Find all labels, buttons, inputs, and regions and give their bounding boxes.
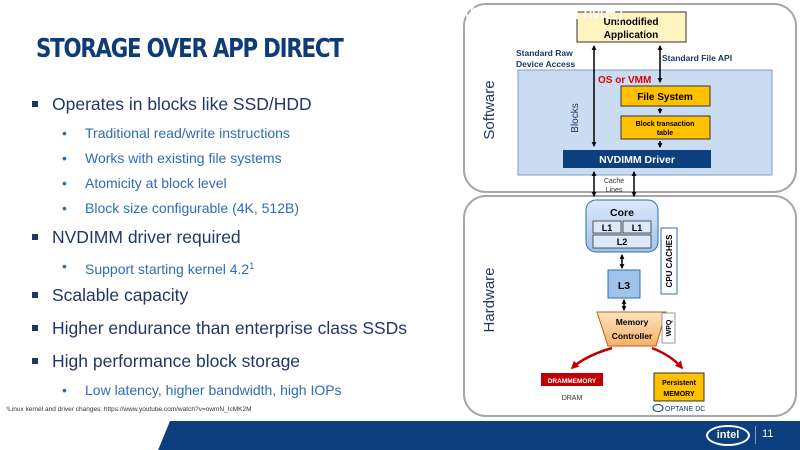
dram-label: DRAM	[562, 395, 583, 402]
wpq-box	[661, 312, 676, 344]
intel-small-logo	[652, 404, 664, 412]
persistent-memory-label: MEMORY	[663, 391, 695, 398]
l1-cache-box	[622, 220, 652, 234]
l3-cache-box	[607, 269, 641, 299]
bullet-item: High performance block storage	[28, 345, 448, 378]
footer-divider	[755, 426, 756, 444]
sub-bullet-item: Block size configurable (4K, 512B)	[28, 196, 448, 221]
raw-device-access-label: Standard Raw	[516, 48, 573, 58]
nvdimm-driver-box	[563, 150, 711, 168]
persistent-memory-label: Persistent	[662, 380, 697, 387]
bullet-item: NVDIMM driver required	[28, 221, 448, 254]
l1-cache-label: L1	[632, 223, 643, 233]
l2-cache-box	[592, 234, 652, 249]
page-number: 11	[762, 428, 774, 440]
persistent-memory-box	[653, 372, 705, 402]
memory-controller-label: Memory	[616, 317, 649, 327]
sub-bullet-item: Low latency, higher bandwidth, high IOPs	[28, 378, 448, 403]
block-transaction-table-label: table	[657, 130, 673, 137]
hardware-label: Hardware	[481, 267, 498, 332]
embargo-bar	[0, 421, 800, 450]
blocks-label: Blocks	[570, 103, 581, 132]
sub-bullet-item: Support starting kernel 4.21	[28, 254, 448, 279]
dram-memory-box	[541, 373, 603, 386]
embargo-bar-wedge	[0, 421, 170, 450]
cache-lines-label: Cache	[604, 178, 624, 185]
core-label: Core	[610, 207, 634, 219]
l1-cache-label: L1	[602, 223, 613, 233]
cpu-caches-box	[660, 227, 678, 295]
file-system-label: File System	[637, 92, 693, 103]
application-label: Application	[604, 30, 658, 41]
file-api-label: Standard File API	[662, 53, 732, 63]
embargo-notice: EMBARGO: APRIL 2, 2019 (10:00AM PACIFIC …	[162, 3, 624, 24]
bullet-item: Operates in blocks like SSD/HDD	[28, 88, 448, 121]
bullet-item: Scalable capacity	[28, 279, 448, 312]
footnote: ¹Linux kernel and driver changes: https:…	[6, 406, 252, 413]
sub-bullet-item: Works with existing file systems	[28, 146, 448, 171]
slide-title: STORAGE OVER APP DIRECT	[36, 34, 344, 64]
block-transaction-table-label: Block transaction	[636, 121, 695, 128]
sub-bullet-item: Traditional read/write instructions	[28, 121, 448, 146]
block-transaction-table-box	[620, 115, 711, 140]
l3-cache-label: L3	[618, 280, 630, 292]
bullet-list: Operates in blocks like SSD/HDD Traditio…	[28, 88, 448, 403]
application-label: Unmodified	[604, 17, 659, 28]
sub-bullet-item: Atomicity at block level	[28, 171, 448, 196]
cache-lines-label: Lines	[606, 187, 623, 194]
persistent-memory-arrow	[651, 346, 684, 370]
nvdimm-driver-label: NVDIMM Driver	[599, 154, 675, 166]
memory-controller-label: Controller	[612, 331, 653, 341]
l2-cache-label: L2	[617, 237, 628, 247]
dram-arrow	[570, 346, 613, 370]
optane-label: OPTANE DC	[665, 406, 705, 413]
memory-controller-box	[596, 311, 667, 347]
l1-cache-box	[592, 220, 622, 234]
cpu-caches-label: CPU CACHES	[665, 234, 674, 288]
application-box	[576, 11, 687, 43]
hardware-section	[463, 195, 797, 417]
intel-logo: intel	[706, 425, 750, 446]
raw-device-access-label: Device Access	[516, 59, 576, 69]
footnote-marker: 1	[249, 261, 255, 271]
bullet-item: Higher endurance than enterprise class S…	[28, 312, 448, 345]
file-system-box	[620, 85, 711, 107]
software-label: Software	[481, 80, 498, 139]
os-vmm-label: OS or VMM	[598, 75, 651, 86]
dram-memory-label: DRAMMEMORY	[548, 378, 597, 385]
wpq-label: WPQ	[666, 319, 673, 336]
